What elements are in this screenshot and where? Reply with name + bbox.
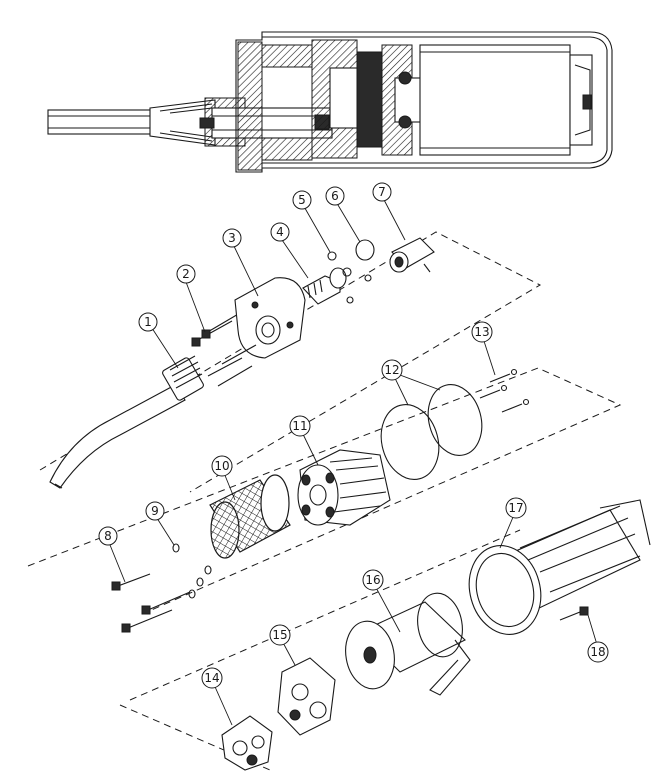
- callout-9: 9: [145, 501, 165, 521]
- callout-label-13: 13: [474, 325, 489, 339]
- callout-label-6: 6: [331, 189, 339, 203]
- callout-4: 4: [270, 222, 290, 242]
- part-screws-2: [191, 312, 241, 347]
- callout-16: 16: [362, 569, 384, 591]
- callout-8: 8: [98, 526, 118, 546]
- callout-label-16: 16: [365, 573, 380, 587]
- part-oring-6: [355, 239, 375, 261]
- section-housing: [235, 31, 613, 173]
- part-end-plate: [277, 657, 336, 736]
- callout-label-12: 12: [384, 363, 399, 377]
- section-view-assembly: [47, 31, 613, 173]
- callout-14: 14: [201, 667, 223, 689]
- part-flange-plate: [234, 277, 306, 359]
- part-motor: [345, 592, 471, 696]
- callout-label-14: 14: [204, 671, 219, 685]
- part-valve-housing: [297, 449, 391, 526]
- callout-12: 12: [381, 359, 403, 381]
- callout-6: 6: [325, 186, 345, 206]
- callout-1: 1: [138, 312, 158, 332]
- callout-13: 13: [471, 321, 493, 343]
- part-small-orings: [327, 251, 372, 304]
- callout-label-9: 9: [151, 504, 159, 518]
- part-rear-housing: [468, 499, 651, 635]
- part-nozzle: [302, 267, 347, 305]
- part-small-screws: [479, 368, 530, 413]
- callout-11: 11: [289, 415, 311, 437]
- callout-label-2: 2: [182, 267, 190, 281]
- callout-5: 5: [292, 190, 312, 210]
- part-mesh-filter: [209, 474, 291, 559]
- part-washers: [172, 543, 212, 599]
- part-screws-3-lower: [207, 344, 257, 387]
- part-hose-nut: [49, 355, 204, 489]
- callout-label-1: 1: [144, 315, 152, 329]
- section-hose: [47, 99, 216, 146]
- callout-label-7: 7: [378, 185, 386, 199]
- callout-18: 18: [587, 641, 609, 663]
- callout-7: 7: [372, 182, 392, 202]
- callout-15: 15: [269, 624, 291, 646]
- callout-label-17: 17: [508, 501, 523, 515]
- callout-label-5: 5: [298, 193, 306, 207]
- part-bushing: [389, 237, 435, 273]
- part-cap: [221, 715, 273, 771]
- callout-2: 2: [176, 264, 196, 284]
- callout-label-3: 3: [228, 231, 236, 245]
- part-large-orings: [380, 384, 483, 480]
- callout-17: 17: [505, 497, 527, 519]
- callout-label-18: 18: [590, 645, 605, 659]
- callout-label-11: 11: [292, 419, 307, 433]
- callout-3: 3: [222, 228, 242, 248]
- callout-label-15: 15: [272, 628, 287, 642]
- part-rear-screw: [559, 606, 589, 621]
- callout-label-8: 8: [104, 529, 112, 543]
- callout-10: 10: [211, 455, 233, 477]
- part-long-bolts: [111, 573, 191, 633]
- callout-label-10: 10: [214, 459, 229, 473]
- callout-label-4: 4: [276, 225, 284, 239]
